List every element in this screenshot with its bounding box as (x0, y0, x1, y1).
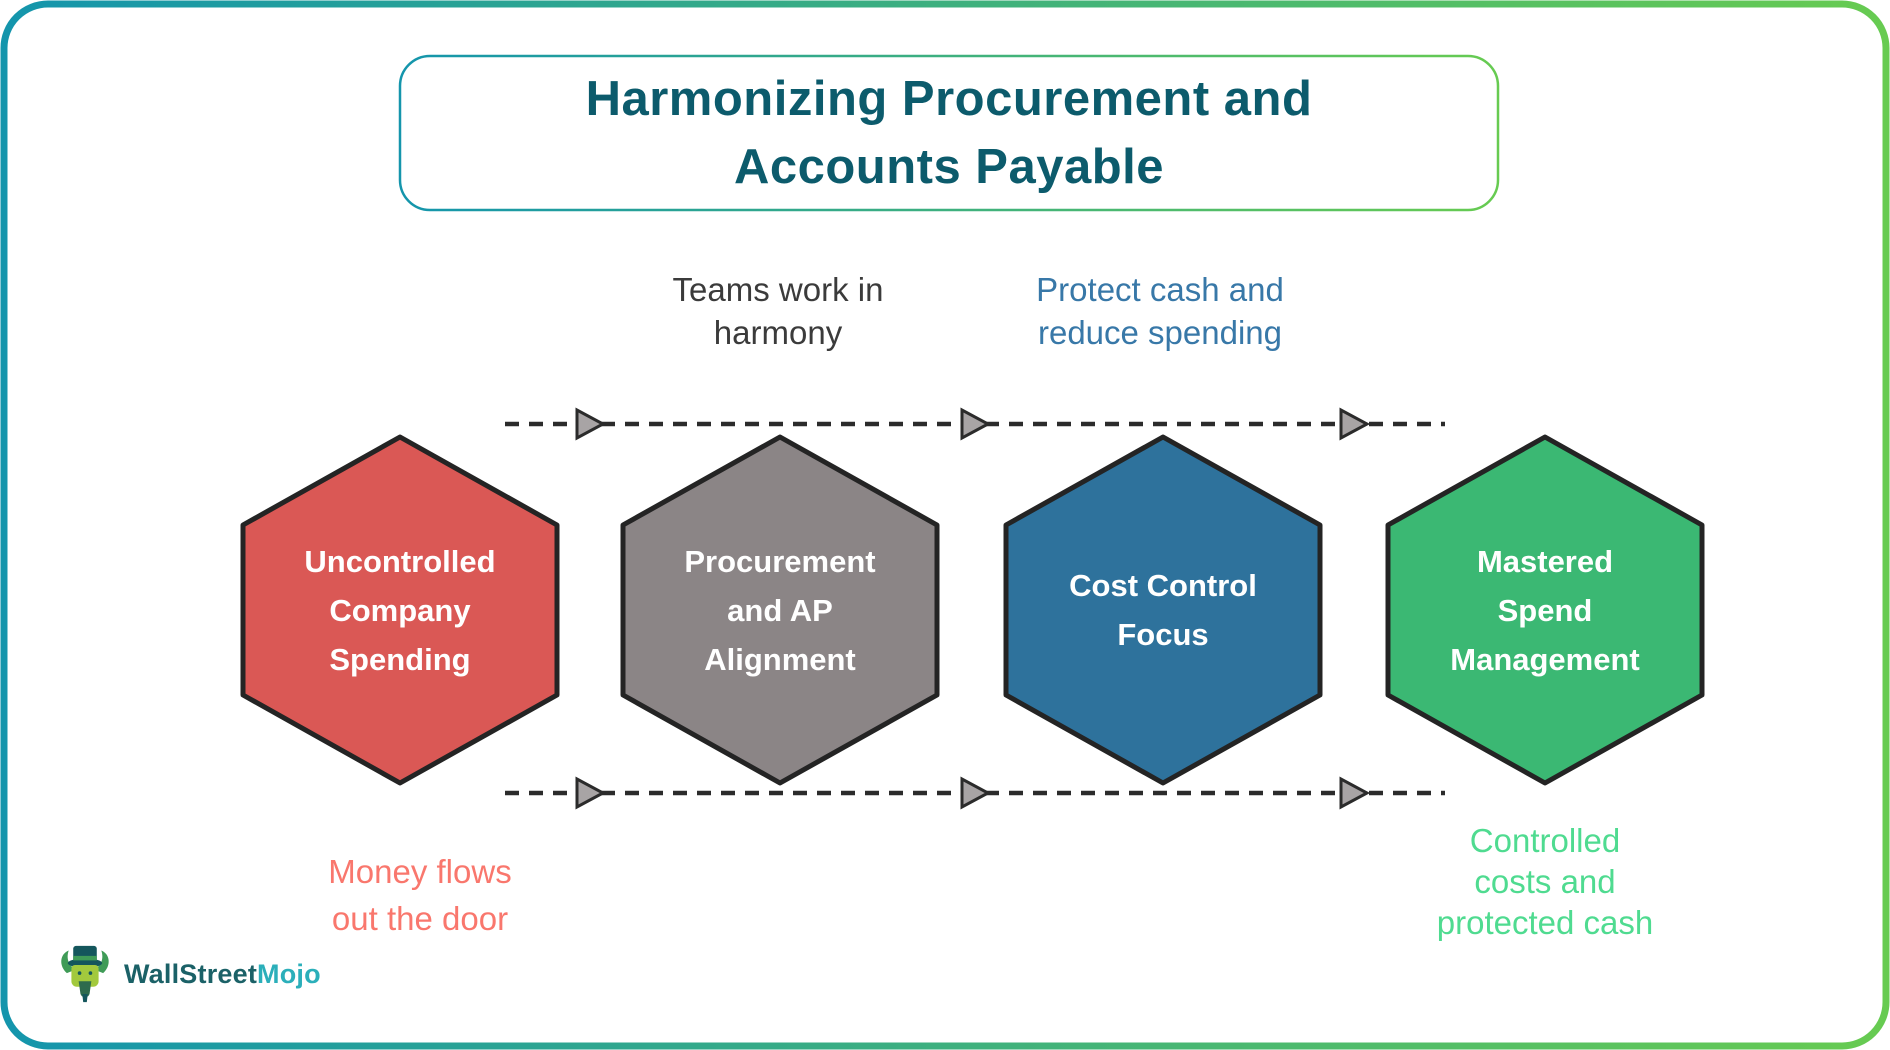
wallstreetmojo-logo: WallStreetMojo (56, 942, 321, 1006)
stage-label-uncontrolled-spending: Uncontrolled Company Spending (304, 543, 496, 677)
top-annotation-protect-cash: Protect cash and reduce spending (1036, 271, 1284, 351)
arrowhead-icon (1339, 776, 1371, 810)
hexagon-stage-1 (240, 434, 560, 786)
arrowhead-icon (575, 407, 607, 441)
hexagon-stage-3 (1003, 434, 1323, 786)
arrowhead-icon (1339, 407, 1371, 441)
stage-label-procurement-ap-alignment: Procurement and AP Alignment (684, 543, 876, 677)
brand-name: WallStreetMojo (124, 959, 321, 990)
title-box (398, 54, 1500, 212)
bottom-annotation-controlled-costs: Controlled costs and protected cash (1436, 822, 1654, 941)
arrowhead-icon (960, 776, 992, 810)
bottom-annotation-money-flows: Money flows out the door (328, 853, 512, 937)
hexagon-stage-2 (620, 434, 940, 786)
brand-primary: WallStreet (124, 958, 258, 989)
hexagon-stage-4 (1385, 434, 1705, 786)
bull-mascot-icon (61, 945, 109, 1003)
arrowhead-icon (575, 776, 607, 810)
stage-label-cost-control-focus: Cost Control Focus (1069, 568, 1257, 652)
top-annotation-harmony: Teams work in harmony (672, 271, 884, 351)
brand-accent: Mojo (257, 958, 321, 989)
stage-label-mastered-spend-management: Mastered Spend Management (1450, 543, 1640, 677)
arrowhead-icon (960, 407, 992, 441)
page-title: Harmonizing Procurement and Accounts Pay… (585, 72, 1313, 194)
